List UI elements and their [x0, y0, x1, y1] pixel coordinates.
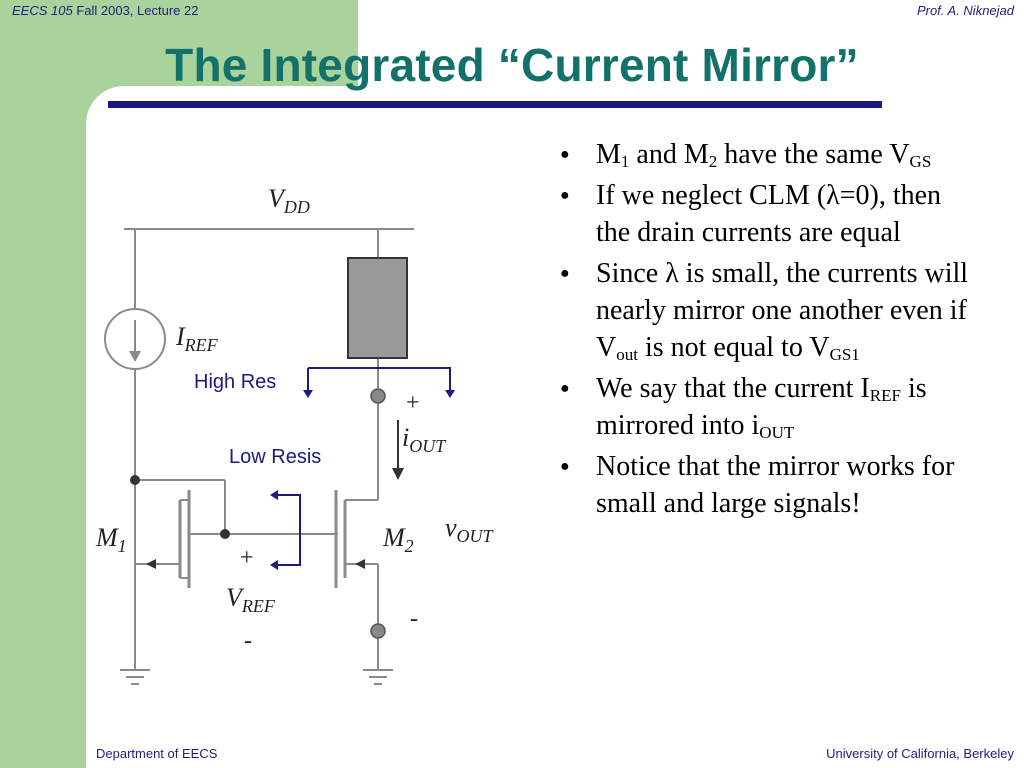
title-underline — [108, 101, 882, 108]
m1-source-arrowhead — [146, 559, 156, 569]
bullet-item: ●If we neglect CLM (λ=0), then the drain… — [560, 177, 970, 251]
vref-plus: + — [240, 545, 254, 571]
bullet-dot-icon: ● — [560, 380, 570, 397]
vref-label: VREF — [226, 583, 276, 616]
header-author: Prof. A. Niknejad — [916, 3, 1014, 18]
vout-terminal-top — [370, 388, 386, 404]
bullet-dot-icon: ● — [560, 187, 570, 204]
low-resis-annotation: Low Resis — [229, 446, 322, 468]
gate-node — [220, 529, 230, 539]
iref-label: IREF — [175, 322, 219, 355]
iout-label: iOUT — [402, 423, 447, 456]
bullet-list: ●M1 and M2 have the same VGS ●If we negl… — [560, 136, 970, 526]
high-res-bracket — [308, 367, 451, 392]
bullet-item: ●Notice that the mirror works for small … — [560, 448, 970, 522]
slide-title: The Integrated “Current Mirror” — [165, 39, 859, 91]
bullet-item: ●We say that the current IREF is mirrore… — [560, 370, 970, 444]
footer-university: University of California, Berkeley — [826, 746, 1014, 761]
vout-terminal-bottom — [370, 623, 386, 639]
low-res-bracket — [276, 494, 301, 566]
bullet-dot-icon: ● — [560, 458, 570, 475]
header-course: EECS 105 Fall 2003, Lecture 22 — [12, 3, 198, 18]
m1-drain-node — [130, 475, 140, 485]
m2-source-arrowhead — [355, 559, 365, 569]
m2-label: M2 — [382, 523, 414, 556]
m1-label: M1 — [95, 523, 127, 556]
course-info: Fall 2003, Lecture 22 — [72, 3, 199, 18]
course-name: EECS 105 — [12, 3, 73, 18]
bullet-item: ●M1 and M2 have the same VGS — [560, 136, 970, 173]
vdd-label: VDD — [268, 184, 310, 217]
vout-label: vOUT — [445, 513, 495, 546]
content-panel — [86, 86, 1024, 768]
high-res-annotation: High Res — [194, 371, 277, 393]
current-source-arrow — [129, 351, 141, 362]
vout-minus: - — [410, 606, 418, 632]
current-mirror-schematic: VDD IREF M1 M2 VREF iOUT vOUT + - + - — [95, 184, 495, 685]
bullet-item: ●Since λ is small, the currents will nea… — [560, 255, 970, 366]
footer-department: Department of EECS — [96, 746, 218, 761]
current-source-circle — [104, 308, 166, 370]
bullet-dot-icon: ● — [560, 265, 570, 282]
iout-arrowhead — [392, 468, 404, 480]
load-block — [347, 257, 408, 359]
bullet-dot-icon: ● — [560, 146, 570, 163]
vref-minus: - — [244, 628, 252, 654]
vout-plus: + — [406, 390, 420, 416]
